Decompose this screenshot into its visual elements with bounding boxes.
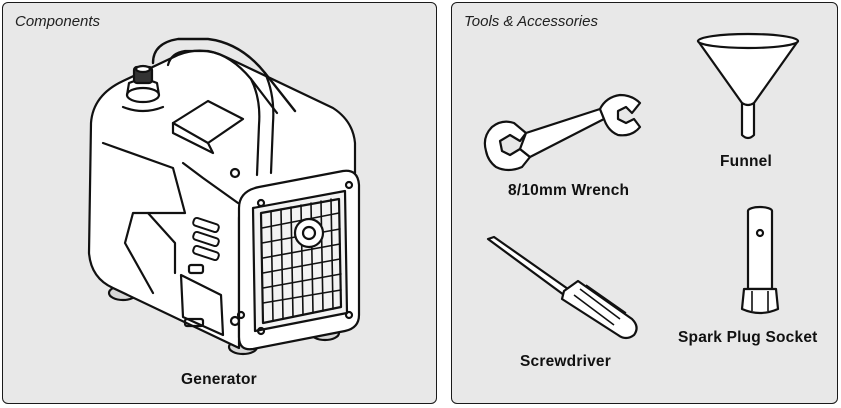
components-panel: Components (2, 2, 437, 404)
funnel-label: Funnel (720, 153, 772, 170)
components-title: Components (15, 13, 101, 30)
generator-illustration (87, 37, 361, 356)
tools-title: Tools & Accessories (464, 13, 598, 30)
socket-illustration (740, 205, 780, 315)
funnel-illustration (696, 32, 800, 140)
socket-label: Spark Plug Socket (678, 329, 818, 346)
tools-panel: Tools & Accessories 8/10mm Wrench Funnel… (451, 2, 838, 404)
generator-label: Generator (181, 371, 257, 388)
wrench-illustration (483, 93, 642, 172)
screwdriver-label: Screwdriver (520, 353, 611, 370)
wrench-label: 8/10mm Wrench (508, 182, 630, 199)
screwdriver-illustration (486, 235, 638, 340)
